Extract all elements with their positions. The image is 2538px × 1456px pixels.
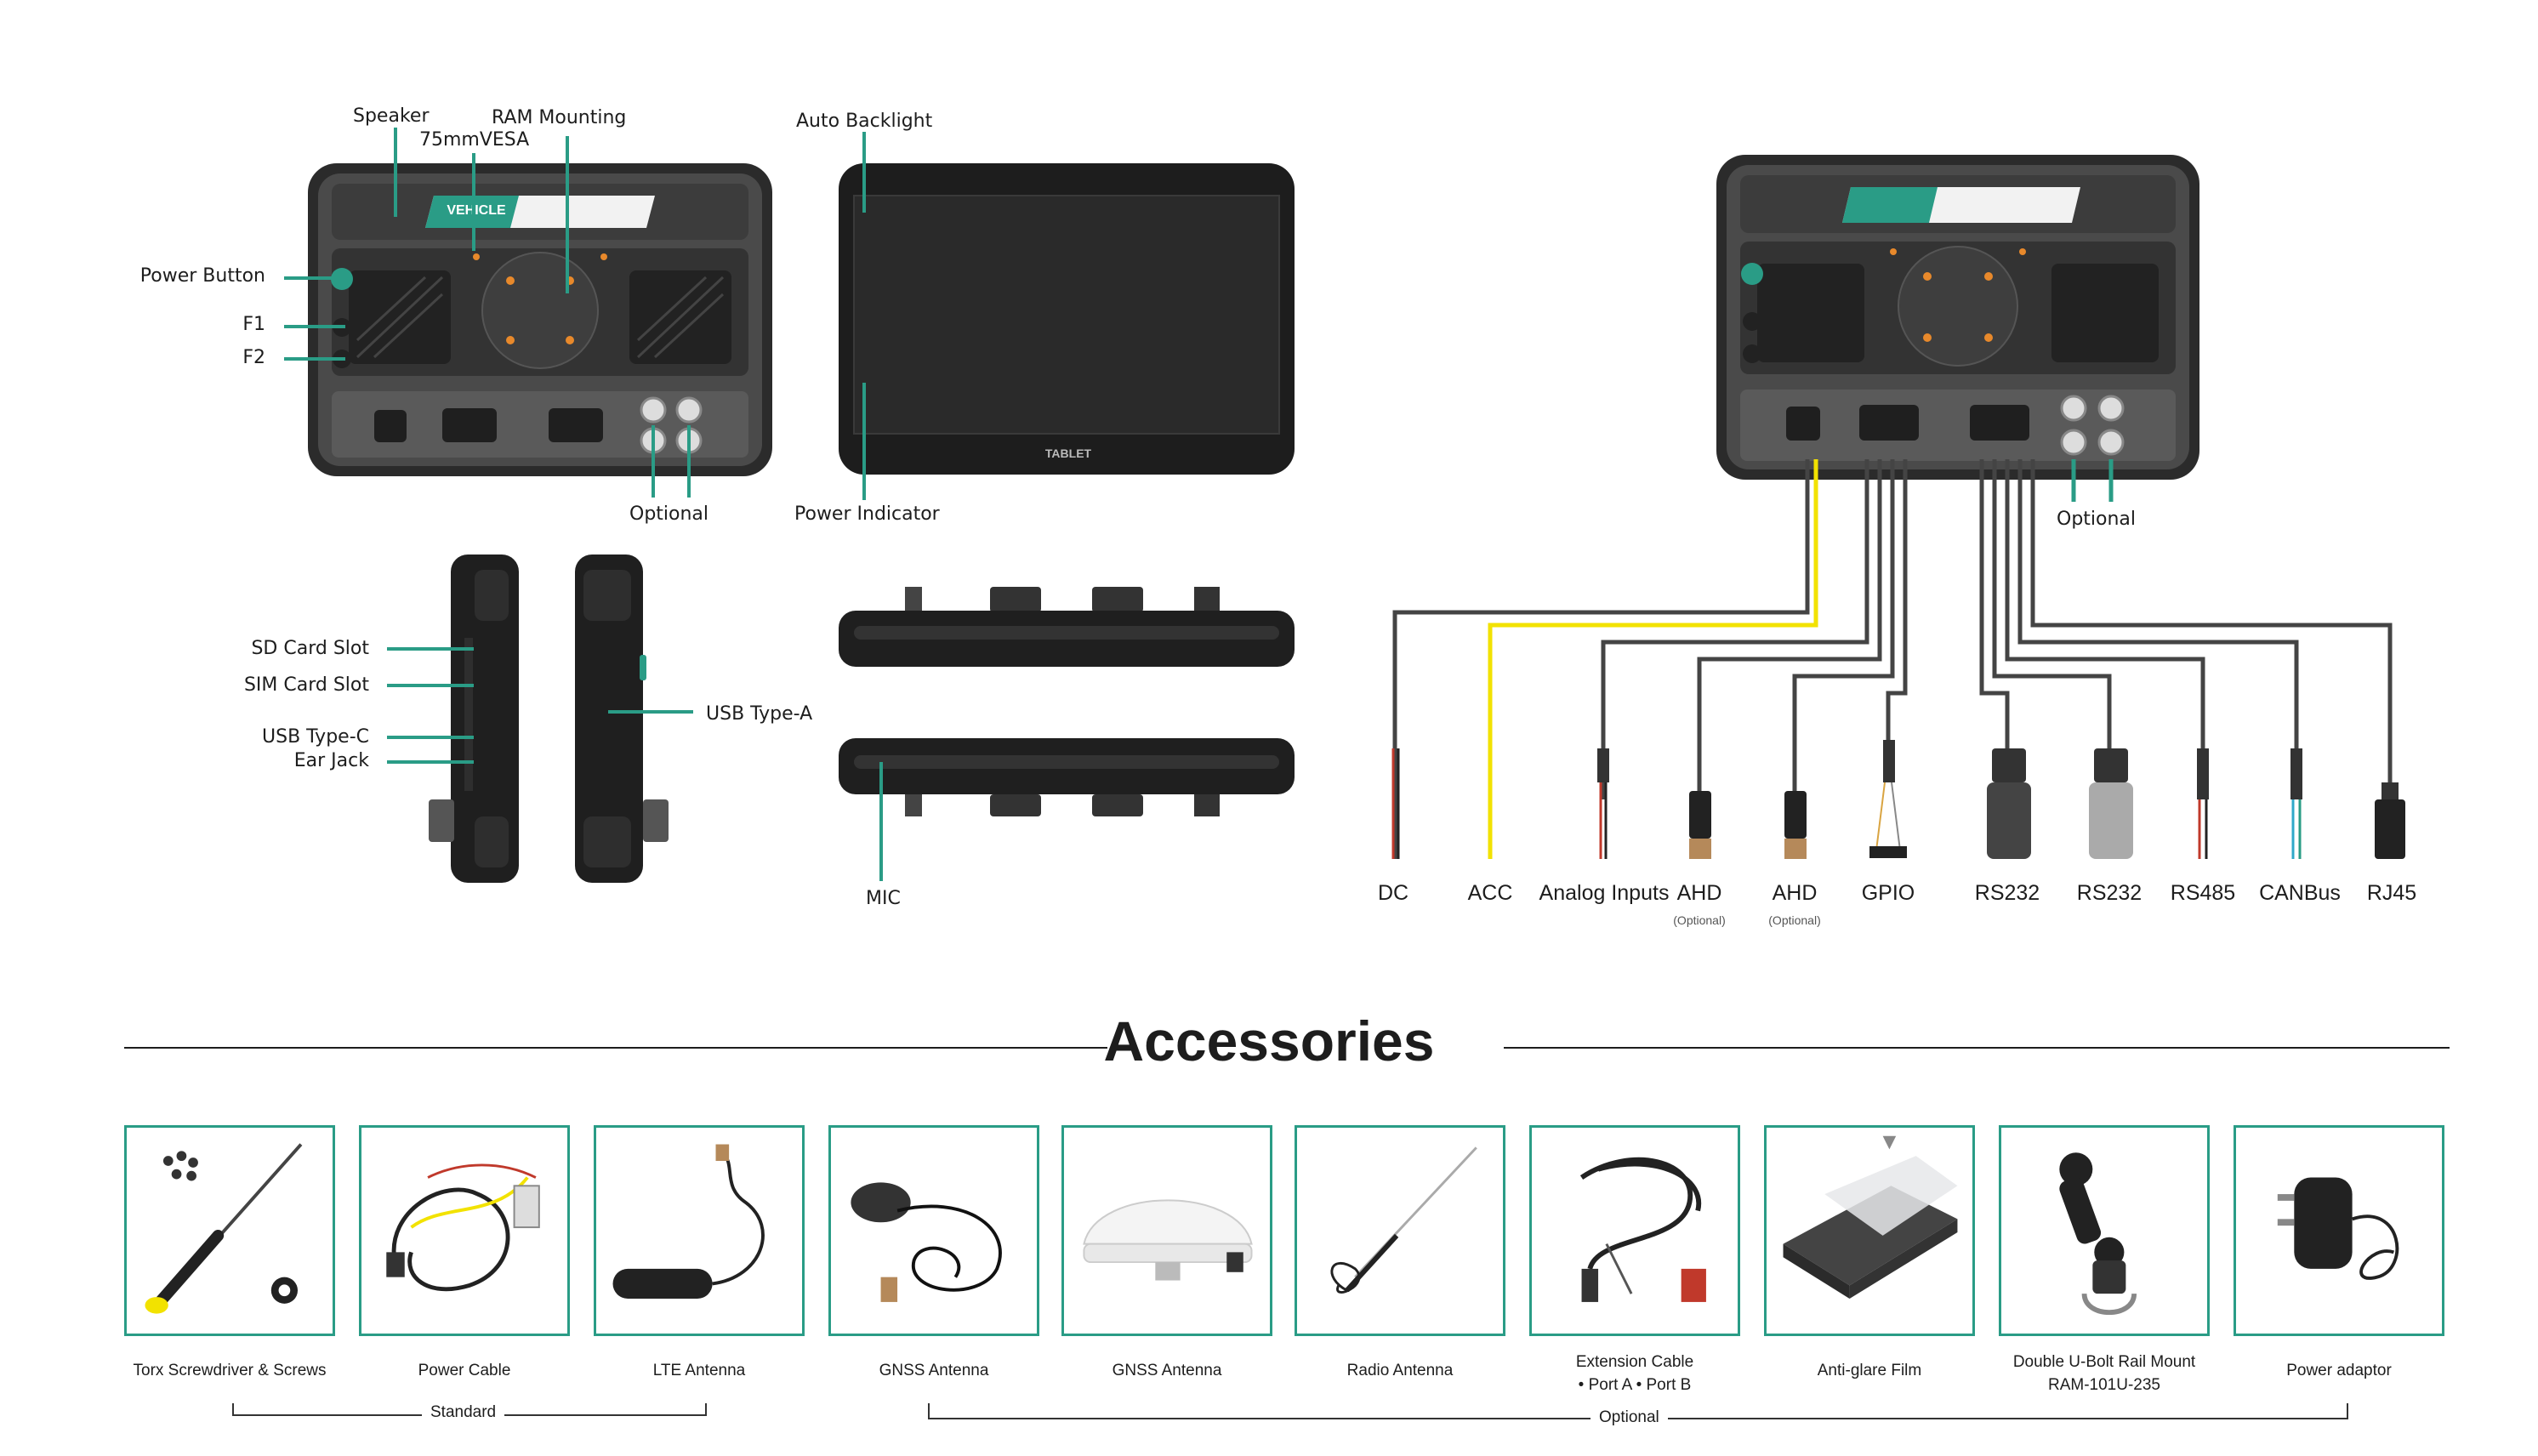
accessory-power-cable	[359, 1125, 570, 1336]
connector-ahd-2-note: (Optional)	[1768, 913, 1821, 927]
extension-cable-icon	[1579, 1157, 1706, 1302]
ear-jack-label: Ear Jack	[293, 750, 369, 771]
power-cable-icon	[386, 1163, 540, 1292]
accessories-rule-left	[124, 1047, 1107, 1049]
auto-backlight-label: Auto Backlight	[796, 111, 933, 132]
caption-line: Power Cable	[418, 1362, 511, 1379]
cable-harness	[1391, 459, 2405, 859]
tablet-top-edge-view	[839, 587, 1295, 667]
speaker-label: Speaker	[353, 105, 430, 127]
accessory-lte-antenna	[594, 1125, 805, 1336]
tablet-back-view: VEHICLE	[308, 163, 772, 476]
caption-screwdriver: Torx Screwdriver & Screws	[102, 1359, 357, 1382]
accessory-screwdriver	[124, 1125, 335, 1336]
caption-power-adaptor: Power adaptor	[2211, 1359, 2467, 1382]
ram-mounting-label: RAM Mounting	[492, 107, 627, 128]
accessory-extension-cable	[1529, 1125, 1740, 1336]
power-button-label: Power Button	[139, 265, 265, 287]
caption-line: Torx Screwdriver & Screws	[133, 1362, 327, 1379]
rail-mount-icon	[2059, 1152, 2137, 1315]
tablet-cable-view	[1716, 155, 2199, 480]
caption-line: RAM-101U-235	[2048, 1376, 2160, 1394]
screen-logo-text: TABLET	[1045, 446, 1092, 460]
gnss-puck-antenna-icon	[851, 1182, 1002, 1302]
connector-acc-label: ACC	[1467, 881, 1513, 905]
caption-line: GNSS Antenna	[1112, 1362, 1222, 1379]
device-brand-text: VEHICLE	[447, 203, 506, 218]
accessory-radio-antenna	[1295, 1125, 1505, 1336]
f2-label: F2	[242, 347, 265, 368]
tablet-bottom-edge-view	[839, 738, 1295, 822]
accessory-gnss-puck-antenna	[828, 1125, 1039, 1336]
caption-anti-glare: Anti-glare Film	[1742, 1359, 1997, 1382]
power-adaptor-icon	[2277, 1177, 2399, 1280]
accessory-gnss-dome-antenna	[1061, 1125, 1272, 1336]
screwdriver-icon	[145, 1143, 303, 1314]
caption-extension-cable: Extension Cable • Port A • Port B	[1507, 1351, 1762, 1396]
accessory-rail-mount	[1999, 1125, 2210, 1336]
connector-analog-label: Analog Inputs	[1539, 881, 1670, 905]
sd-card-slot-label: SD Card Slot	[251, 638, 369, 659]
caption-power-cable: Power Cable	[337, 1359, 592, 1382]
caption-radio-antenna: Radio Antenna	[1272, 1359, 1528, 1382]
caption-line: Radio Antenna	[1346, 1362, 1454, 1379]
vesa-label: 75mmVESA	[419, 129, 530, 151]
connector-rs485-label: RS485	[2170, 881, 2236, 905]
caption-line: Double U-Bolt Rail Mount	[2012, 1353, 2196, 1371]
gnss-dome-antenna-icon	[1083, 1199, 1253, 1281]
accessory-anti-glare-film	[1764, 1125, 1975, 1336]
anti-glare-film-icon	[1783, 1135, 1958, 1300]
caption-line: Power adaptor	[2286, 1362, 2392, 1379]
caption-lte-antenna: LTE Antenna	[572, 1359, 827, 1382]
connector-rj45-label: RJ45	[2366, 881, 2417, 905]
connector-rs232-1-label: RS232	[1974, 881, 2040, 905]
connector-ahd-2-label: AHD	[1772, 881, 1818, 905]
caption-gnss-puck: GNSS Antenna	[806, 1359, 1061, 1382]
radio-antenna-icon	[1330, 1146, 1477, 1294]
group-brackets	[232, 1403, 2348, 1419]
caption-line: LTE Antenna	[652, 1362, 746, 1379]
power-indicator-label: Power Indicator	[794, 503, 940, 525]
caption-line: GNSS Antenna	[879, 1362, 989, 1379]
group-standard-label: Standard	[422, 1403, 505, 1422]
connector-ahd-1-note: (Optional)	[1673, 913, 1726, 927]
front-optional-label: Optional	[629, 503, 709, 525]
caption-line: • Port A • Port B	[1578, 1376, 1692, 1394]
usb-type-c-label: USB Type-C	[262, 726, 369, 748]
tablet-side-view-left	[429, 555, 519, 883]
caption-line: Anti-glare Film	[1817, 1362, 1922, 1379]
connector-dc-label: DC	[1377, 881, 1409, 905]
accessory-power-adaptor	[2234, 1125, 2444, 1336]
group-optional-label: Optional	[1591, 1408, 1668, 1427]
screen-leader-lines	[862, 132, 866, 500]
usb-type-a-label: USB Type-A	[706, 703, 813, 725]
connector-rs232-2-label: RS232	[2076, 881, 2143, 905]
connector-canbus-label: CANBus	[2259, 881, 2341, 905]
accessories-rule-right	[1504, 1047, 2450, 1049]
caption-line: Extension Cable	[1575, 1353, 1694, 1371]
tablet-screen-view: TABLET	[839, 162, 1295, 476]
sim-card-slot-label: SIM Card Slot	[243, 674, 369, 696]
tablet-side-view-right	[575, 555, 669, 883]
caption-gnss-dome: GNSS Antenna	[1039, 1359, 1295, 1382]
connector-ahd-1-label: AHD	[1676, 881, 1722, 905]
accessories-title: Accessories	[1103, 1010, 1435, 1072]
cable-optional-label: Optional	[2057, 509, 2137, 530]
connector-gpio-label: GPIO	[1861, 881, 1915, 905]
front-leader-lines	[284, 128, 691, 498]
f1-label: F1	[242, 314, 265, 335]
lte-antenna-icon	[612, 1144, 765, 1300]
side-leader-lines	[387, 647, 693, 764]
mic-label: MIC	[866, 888, 901, 909]
mic-leader-line	[879, 816, 883, 881]
